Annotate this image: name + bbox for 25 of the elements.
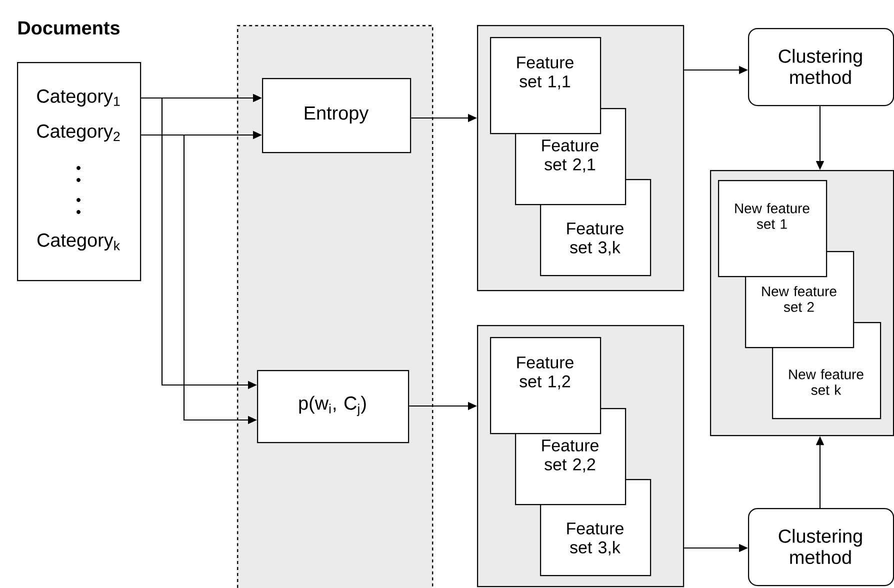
category-label: Category$_{1}$	[37, 89, 120, 107]
feature-set-card	[718, 180, 828, 278]
heading: Documents	[18, 21, 120, 35]
card-label: New feature set 2	[762, 286, 836, 312]
card-label: Feature set 3,k	[567, 522, 624, 556]
card-label: New feature set k	[789, 369, 864, 395]
process-box	[262, 78, 412, 154]
card-label: Feature set 3,k	[567, 222, 624, 256]
box-label: Clustering method	[778, 48, 862, 84]
card-label: New feature set 1	[735, 203, 810, 229]
card-label: Feature set 1,1	[517, 56, 574, 90]
method-box	[748, 508, 894, 586]
category-label: Category$_{2}$	[37, 124, 120, 142]
method-box	[748, 28, 894, 106]
feature-set-card	[490, 337, 602, 434]
card-label: Feature set 2,2	[542, 440, 598, 472]
card-label: Feature set 2,1	[542, 140, 598, 172]
box-label: Clustering method	[778, 528, 862, 564]
process-box	[257, 370, 410, 444]
card-label: Feature set 1,2	[517, 356, 574, 390]
box-label: p(w$_{i}$, C$_{j}$)	[299, 396, 366, 416]
category-box	[17, 21, 142, 282]
box-label: Entropy	[304, 106, 369, 124]
category-label: Category$_{k}$	[38, 233, 120, 251]
feature-set-card	[490, 37, 602, 134]
